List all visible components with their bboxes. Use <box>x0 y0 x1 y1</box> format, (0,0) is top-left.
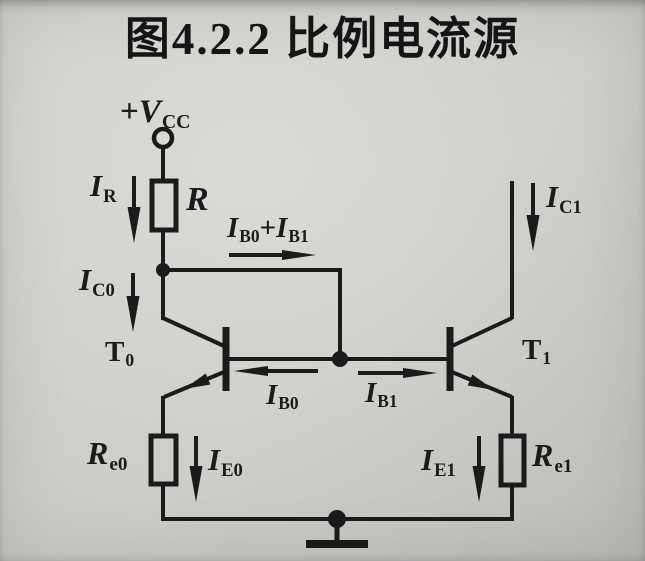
resistor-re1-body <box>498 433 527 488</box>
figure-title: 图4.2.2 比例电流源 <box>124 14 521 64</box>
ic1-label: IC1 <box>546 179 582 218</box>
ibsum-label: IB0+IB1 <box>227 212 309 247</box>
re0-label: Re0 <box>87 435 128 475</box>
ic1-arrow-head-icon <box>526 215 540 251</box>
ibsum-arrow-head-icon <box>282 250 316 260</box>
ib0-arrow-head-icon <box>234 366 268 376</box>
re1-label: Re1 <box>532 437 573 477</box>
ib1-arrow-head-icon <box>403 368 437 378</box>
transistor-t0 <box>162 316 230 399</box>
ie1-arrow-head-icon <box>472 466 486 502</box>
ir-label: IR <box>90 168 117 207</box>
t1-emitter-arrow-icon <box>467 374 494 390</box>
resistor-r-body <box>149 178 179 233</box>
t0-label: T0 <box>105 336 135 371</box>
ie0-label: IE0 <box>208 442 243 481</box>
vcc-label: +VCC <box>120 94 191 133</box>
ie0-arrow-head-icon <box>189 466 203 502</box>
ib1-label: IB1 <box>365 377 398 412</box>
ie1-label: IE1 <box>421 442 456 481</box>
ic0-label: IC0 <box>79 262 115 301</box>
ir-arrow-head-icon <box>127 207 141 243</box>
t0-collector-lead <box>162 316 225 348</box>
t0-emitter-arrow-icon <box>184 373 211 389</box>
transistor-t1 <box>446 316 513 399</box>
ic0-arrow-head-icon <box>126 296 140 332</box>
r-label: R <box>186 181 209 218</box>
ib0-label: IB0 <box>266 379 299 414</box>
current-arrows <box>126 176 540 502</box>
t1-label: T1 <box>522 334 552 369</box>
t1-collector-lead <box>451 316 513 348</box>
resistor-re0-body <box>148 433 179 487</box>
